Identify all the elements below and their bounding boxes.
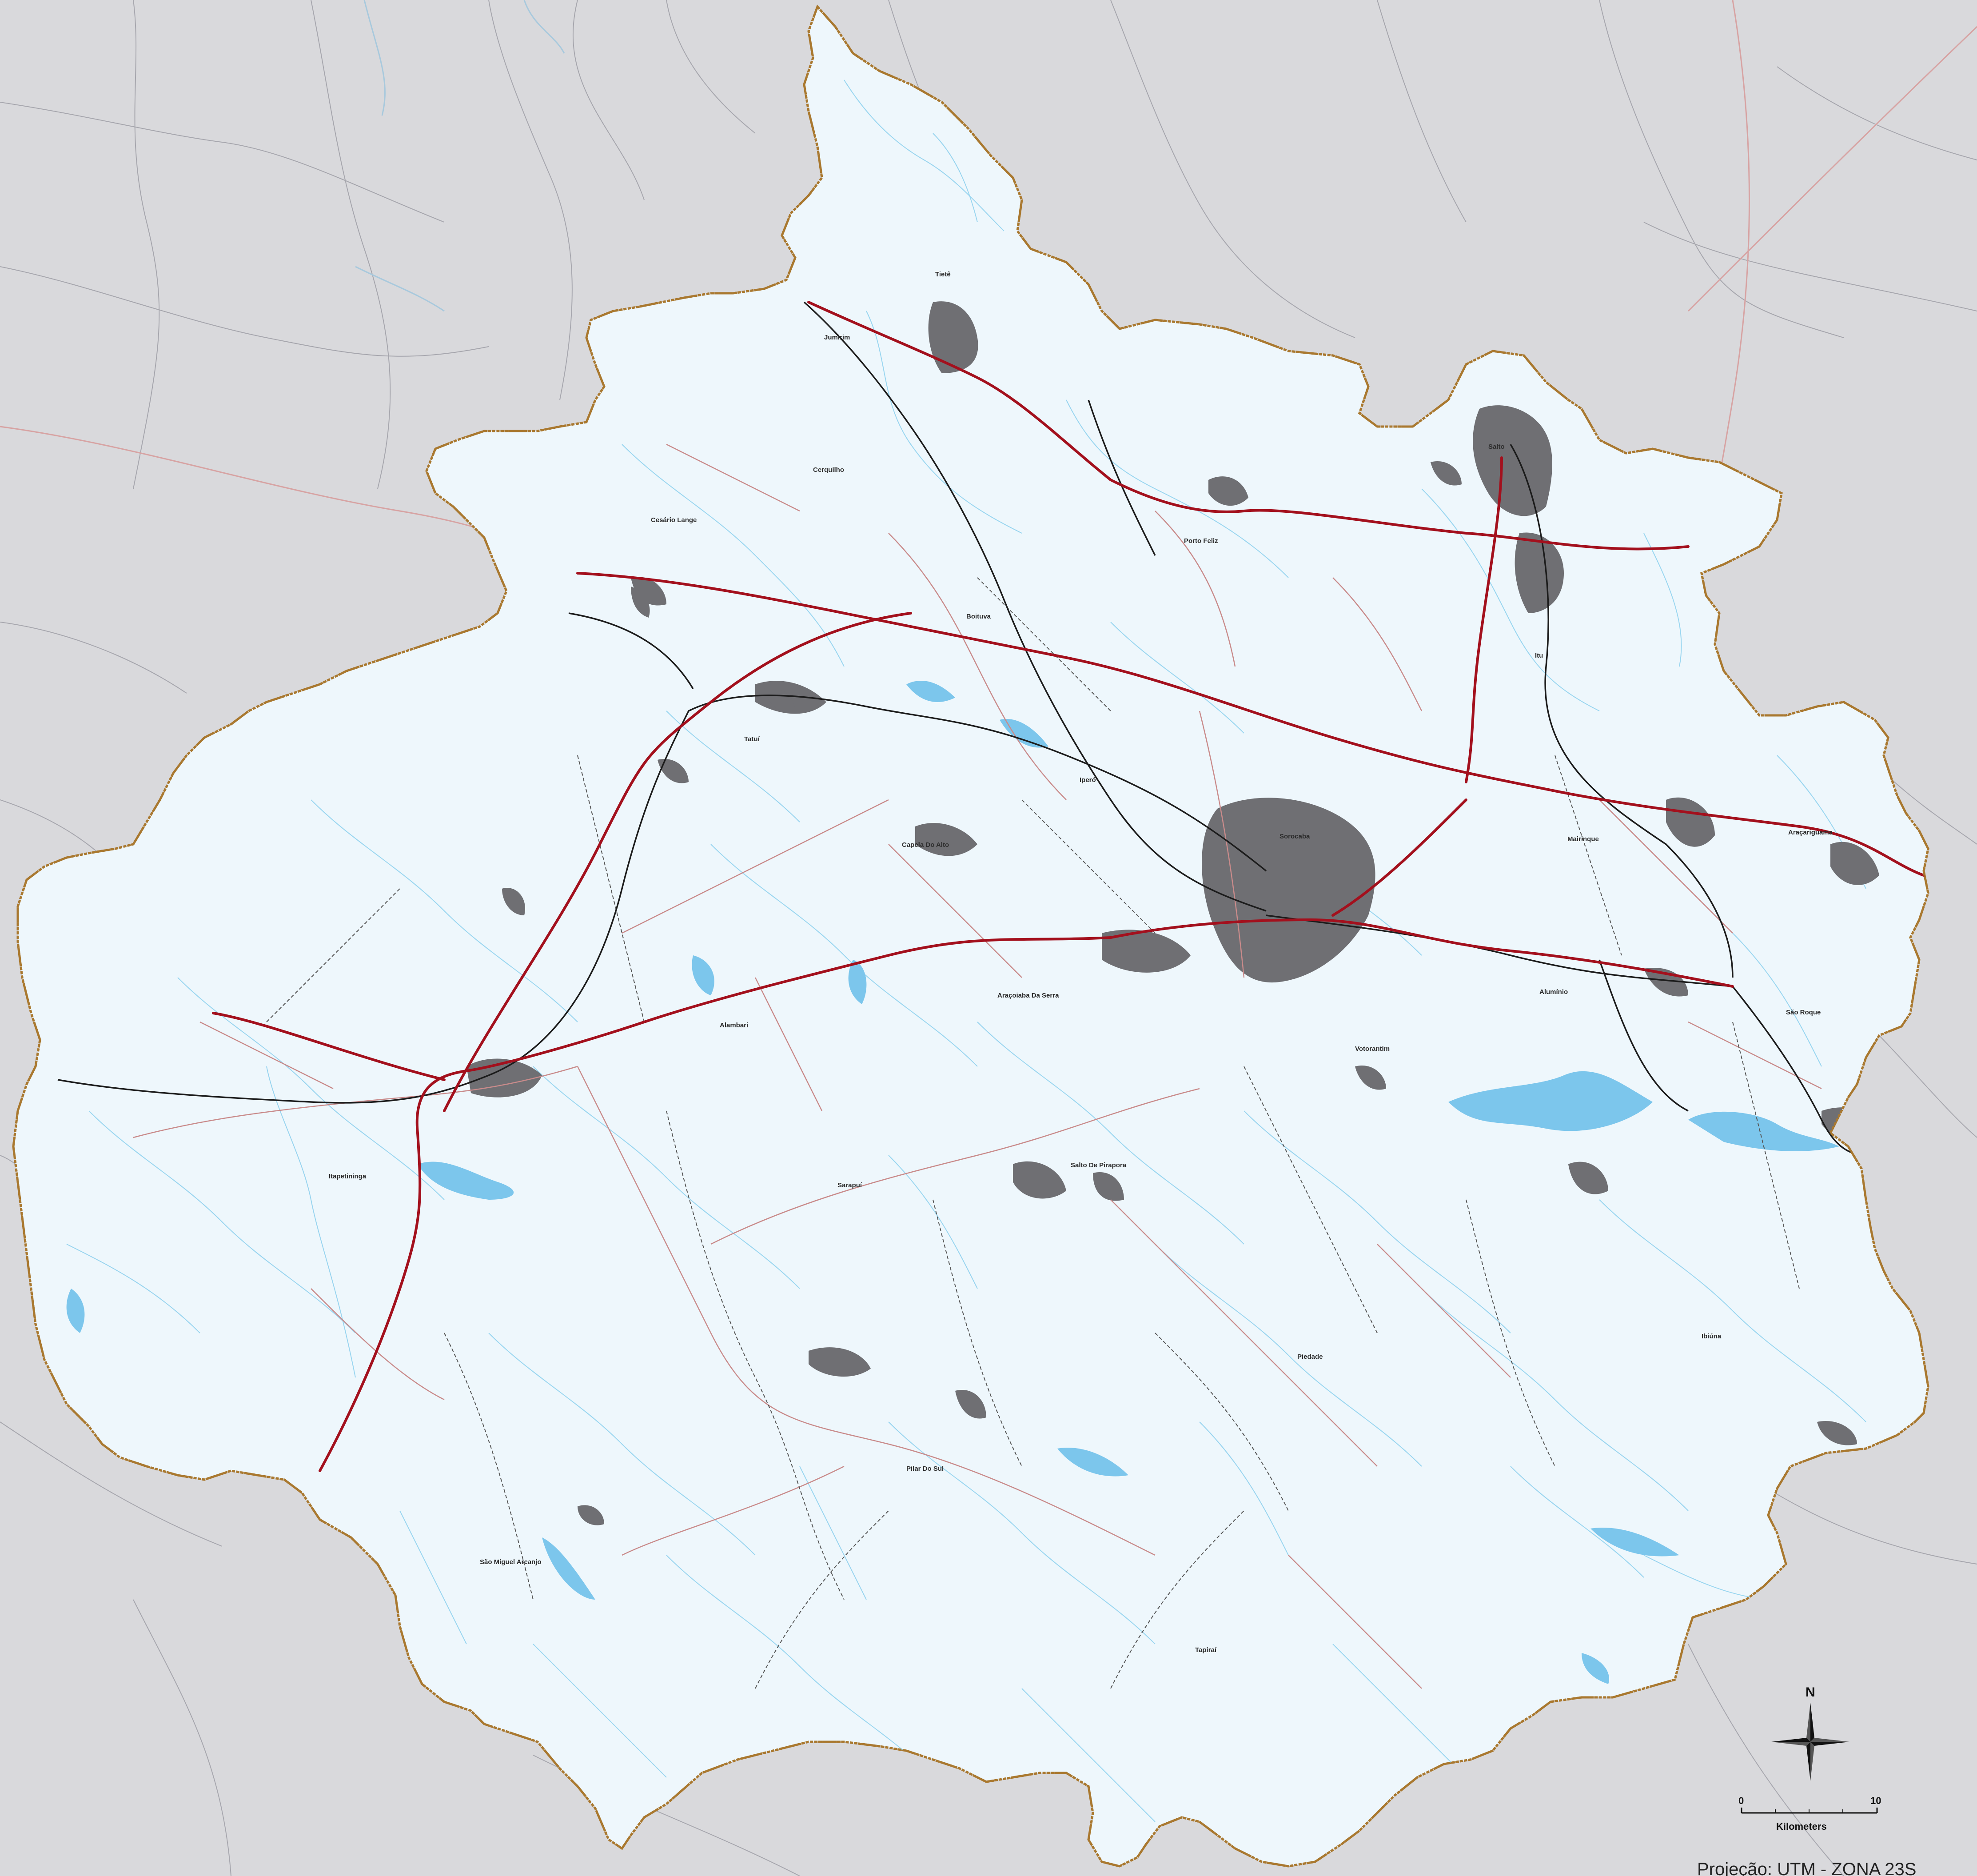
city-label: Alambari [720,1022,748,1029]
railways [57,301,1902,1157]
city-label: Capela Do Alto [902,841,949,849]
city-label: Porto Feliz [1184,537,1218,545]
city-label: Votorantim [1355,1045,1390,1053]
lakes [66,680,1839,1684]
projection-note: Projeção: UTM - ZONA 23S [1697,1860,1916,1876]
city-label: Pilar Do Sul [906,1465,944,1473]
city-label: Araçariguama [1788,829,1833,836]
city-label: Sarapuí [837,1181,862,1189]
scale-min-label: 0 [1738,1795,1744,1806]
city-label: Salto [1488,443,1505,451]
city-label: Jumirim [824,334,850,341]
city-label: Araçoiaba Da Serra [997,992,1059,999]
highways [212,301,1925,1472]
city-label: Tapiraí [1195,1646,1217,1654]
city-label: Itapetininga [329,1173,367,1180]
city-label: São Miguel Arcanjo [480,1558,542,1566]
municipal-limits [266,577,1800,1689]
city-label: Mairinque [1567,835,1599,843]
city-labels: Tietê Jumirim Cerquilho Cesário Lange Po… [329,271,1833,1654]
urban-areas [466,301,1884,1525]
city-label: Boituva [966,613,991,620]
north-arrow: N [1771,1685,1849,1781]
city-label: Cerquilho [813,466,844,474]
north-arrow-icon [1771,1703,1849,1781]
city-label: Cesário Lange [651,516,697,524]
city-label: Iperó [1080,776,1096,784]
city-label: Alumínio [1539,988,1568,996]
city-label: Tietê [935,271,951,278]
city-label: Piedade [1297,1353,1323,1361]
outside-rivers [355,0,565,312]
city-label: Salto De Pirapora [1071,1162,1127,1169]
north-label: N [1806,1685,1815,1700]
city-label: Sorocaba [1279,833,1310,840]
river-network [66,80,1866,1822]
city-label: Ibiúna [1702,1333,1722,1340]
city-label: São Roque [1786,1009,1821,1016]
city-label: Tatuí [744,735,760,743]
scale-bar: 0 10 Kilometers [1738,1795,1881,1832]
scale-max-label: 10 [1870,1795,1881,1806]
minor-roads [133,443,1822,1689]
scale-unit-label: Kilometers [1776,1821,1827,1832]
city-label: Itu [1535,652,1543,659]
